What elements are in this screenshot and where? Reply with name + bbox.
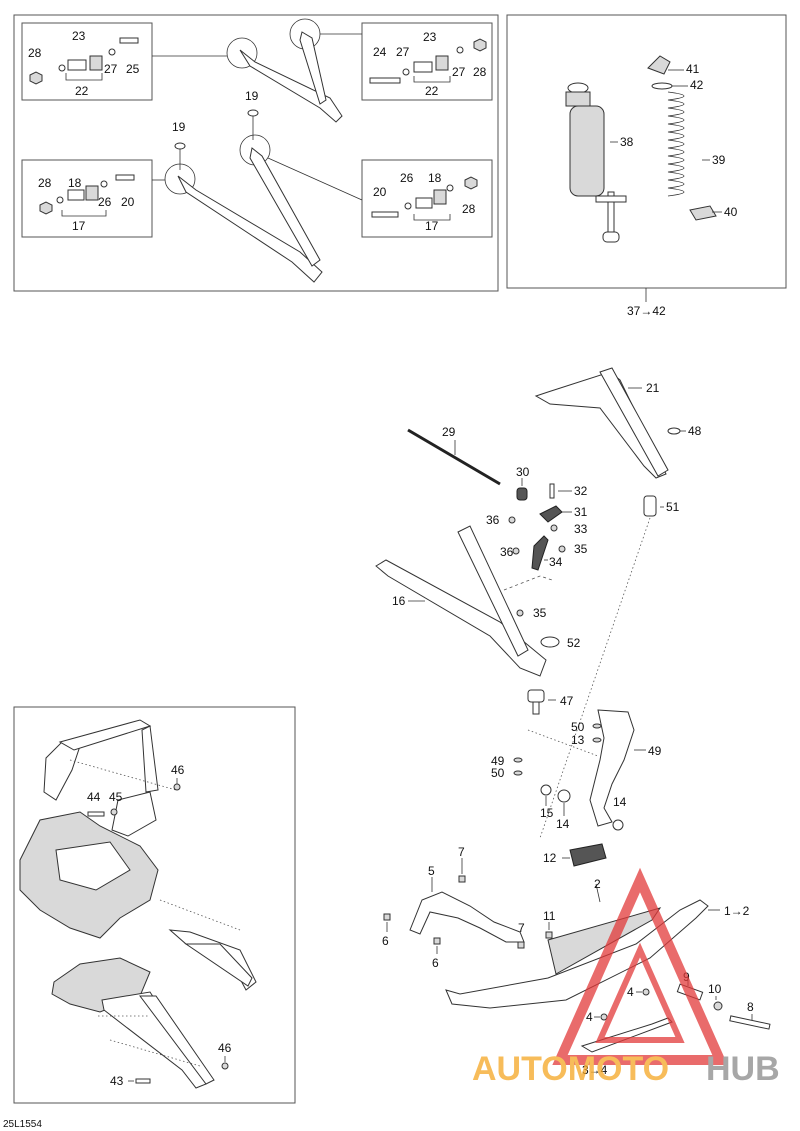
callout-46-b: 46 <box>218 1041 232 1055</box>
callout-7-a: 7 <box>458 845 465 859</box>
callout-33: 33 <box>574 522 588 536</box>
lower-a-arm-drawing <box>152 109 363 283</box>
callout-27-a: 27 <box>104 62 118 76</box>
callout-2: 2 <box>594 877 601 891</box>
callout-13: 49 <box>648 744 662 758</box>
callout-6-b: 6 <box>432 956 439 970</box>
callout-49-a: 50 <box>571 720 585 734</box>
callout-41: 41 <box>686 62 700 76</box>
callout-15: 15 <box>540 806 554 820</box>
callout-25: 25 <box>126 62 140 76</box>
callout-18-a: 18 <box>68 176 82 190</box>
callout-45: 45 <box>109 790 123 804</box>
callout-52: 52 <box>567 636 581 650</box>
spring-drawing <box>647 55 717 221</box>
frame-drawing <box>19 719 257 1089</box>
callout-28-a: 28 <box>28 46 42 60</box>
callout-12: 12 <box>543 851 557 865</box>
callout-16: 16 <box>392 594 406 608</box>
callout-20-b: 20 <box>373 185 387 199</box>
callout-17-a: 17 <box>72 219 86 233</box>
shock-kit-label: 37→42 <box>627 304 666 318</box>
callout-4-b: 4 <box>586 1010 593 1024</box>
callout-24: 24 <box>373 45 387 59</box>
callout-20-a: 20 <box>121 195 135 209</box>
callout-43: 43 <box>110 1074 124 1088</box>
callout-4-a: 4 <box>627 985 634 999</box>
callout-32: 32 <box>574 484 588 498</box>
callout-29: 29 <box>442 425 456 439</box>
callout-34: 34 <box>549 555 563 569</box>
callout-35-b: 35 <box>533 606 547 620</box>
callout-26-a: 26 <box>98 195 112 209</box>
callout-8: 8 <box>747 1000 754 1014</box>
callout-42: 42 <box>690 78 704 92</box>
watermark-text-orange: AUTOMOTO <box>472 1050 669 1088</box>
watermark-logo: AUTOMOTO HUB <box>472 867 780 1088</box>
callout-19-b: 19 <box>172 120 186 134</box>
callout-50-a: 13 <box>571 733 585 747</box>
hardware-upper-left <box>29 37 139 85</box>
callout-46-a: 46 <box>171 763 185 777</box>
callout-28-d: 28 <box>462 202 476 216</box>
diagram-code: 25L1554 <box>3 1119 42 1130</box>
shock-absorber-panel: 41 42 38 39 40 37→42 <box>506 14 787 318</box>
callout-28-c: 28 <box>38 176 52 190</box>
callout-5: 5 <box>428 864 435 878</box>
callout-23-a: 23 <box>72 29 86 43</box>
callout-14-b: 14 <box>613 795 627 809</box>
callout-35-a: 35 <box>574 542 588 556</box>
callout-47: 47 <box>560 694 574 708</box>
callout-18-b: 18 <box>428 171 442 185</box>
callout-10: 10 <box>708 982 722 996</box>
hardware-lower-left <box>39 174 135 215</box>
callout-27-c: 27 <box>452 65 466 79</box>
runner-label: 3→4 <box>582 1063 608 1077</box>
hardware-lower-right <box>371 176 478 218</box>
callout-19-a: 19 <box>245 89 259 103</box>
front-suspension-exploded: 21 48 29 30 32 51 36 31 33 36 35 <box>375 367 771 1077</box>
callout-50-b: 50 <box>491 766 505 780</box>
callout-14-a: 14 <box>556 817 570 831</box>
callout-22-b: 22 <box>425 84 439 98</box>
callout-23-b: 23 <box>423 30 437 44</box>
callout-26-b: 26 <box>400 171 414 185</box>
callout-21: 21 <box>646 381 660 395</box>
callout-6-a: 6 <box>382 934 389 948</box>
callout-27-b: 27 <box>396 45 410 59</box>
callout-49-b: 49 <box>491 754 505 768</box>
upper-a-arm-drawing <box>152 18 362 123</box>
callout-36-a: 36 <box>486 513 500 527</box>
callout-38: 38 <box>620 135 634 149</box>
callout-17-b: 17 <box>425 219 439 233</box>
watermark-text-grey: HUB <box>706 1050 780 1088</box>
callout-40: 40 <box>724 205 738 219</box>
a-arm-hardware-panel: 28 23 27 25 22 24 27 23 27 28 22 19 19 2… <box>13 14 499 292</box>
callout-48: 48 <box>688 424 702 438</box>
ski-label: 1→2 <box>724 904 750 918</box>
frame-detail-panel: 46 44 45 46 43 <box>13 706 296 1104</box>
callout-51: 51 <box>666 500 680 514</box>
callout-22-a: 22 <box>75 84 89 98</box>
callout-11: 11 <box>543 909 556 923</box>
callout-44: 44 <box>87 790 101 804</box>
callout-28-b: 28 <box>473 65 487 79</box>
shock-absorber-drawing <box>565 82 627 243</box>
callout-31: 31 <box>574 505 588 519</box>
callout-7-b: 7 <box>518 921 525 935</box>
hardware-upper-right <box>369 38 487 84</box>
callout-30: 30 <box>516 465 530 479</box>
callout-36-b: 36 <box>500 545 514 559</box>
callout-39: 39 <box>712 153 726 167</box>
